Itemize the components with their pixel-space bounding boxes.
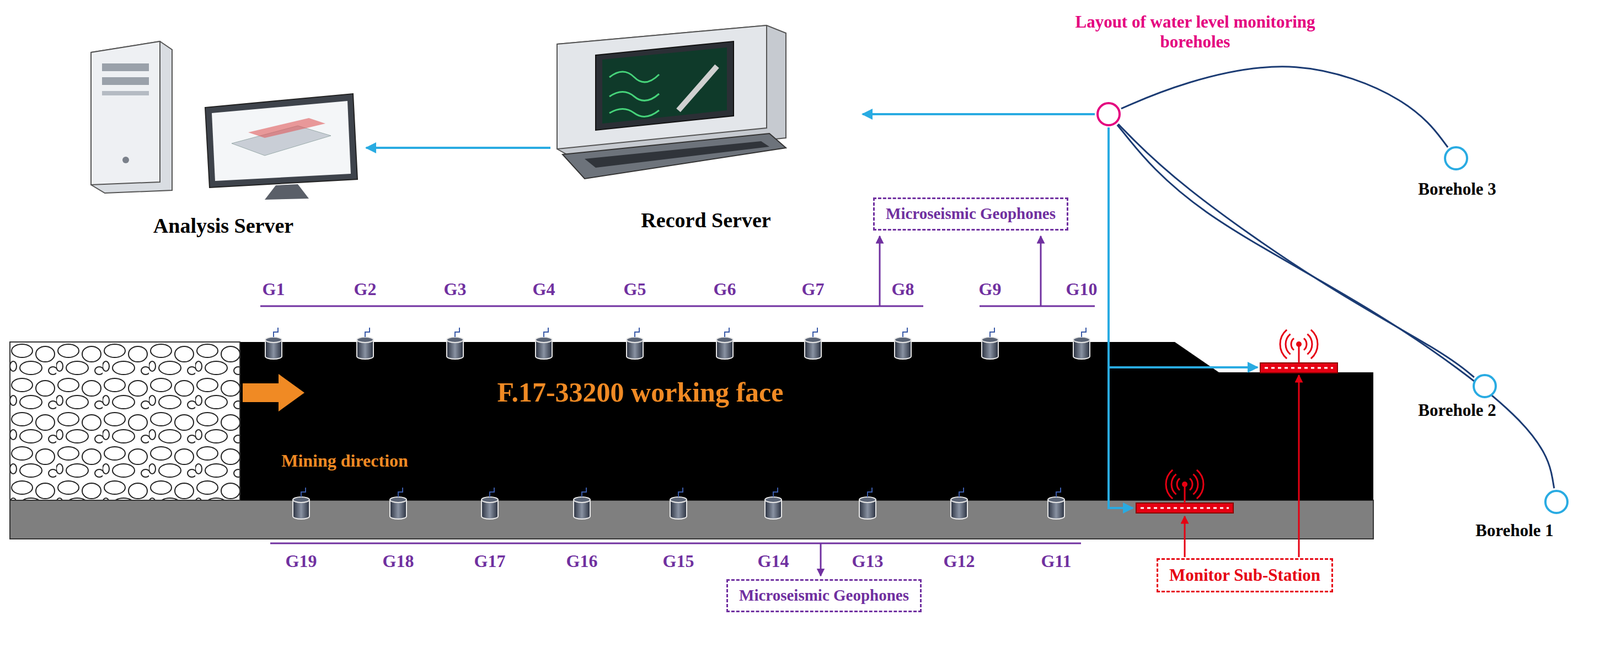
geophone-icon	[573, 487, 591, 519]
working-face-title: F.17-33200 working face	[493, 374, 789, 411]
geophone-number: G15	[662, 550, 695, 572]
node-label: Record Server	[640, 208, 771, 233]
geophone-number: G14	[757, 550, 790, 572]
borehole-cable	[1117, 124, 1555, 489]
substation-box: Monitor Sub-Station	[1156, 558, 1334, 593]
geophone-number: G11	[1040, 550, 1072, 572]
geophone-number: G9	[978, 279, 1002, 300]
geophone-number: G12	[943, 550, 976, 572]
geophone-number: G17	[474, 550, 506, 572]
node-label: Monitor Sub-Station	[1169, 565, 1321, 586]
borehole-label: Borehole 3	[1401, 179, 1513, 200]
borehole-cable	[1121, 66, 1448, 148]
geophone-number: G13	[852, 550, 884, 572]
geophone-number: G7	[801, 279, 825, 300]
geophone-cables	[260, 236, 1095, 576]
data-link-arrow	[862, 113, 1095, 116]
geophone-icon	[859, 487, 876, 519]
borehole: Borehole 3	[1443, 146, 1469, 171]
node-label: Microseismic Geophones	[885, 204, 1056, 223]
geophone-icon	[481, 487, 499, 519]
geophone-icon	[446, 327, 464, 360]
geophone-number: G1	[262, 279, 286, 300]
record-server-rack	[557, 25, 786, 179]
node-label: F.17-33200 working face	[497, 376, 784, 409]
borehole-cable	[1117, 124, 1474, 378]
substation-arrows	[1184, 375, 1299, 558]
geophone-icon	[894, 327, 912, 360]
geophone-number: G2	[354, 279, 377, 300]
analysis-server: Analysis Server	[82, 33, 365, 239]
node-label: Microseismic Geophones	[739, 586, 909, 605]
record-server: Record Server	[551, 19, 861, 233]
geophone-icon	[981, 327, 999, 360]
geophone-number: G4	[532, 279, 556, 300]
geophone-icon	[389, 487, 407, 519]
geophone-number: G19	[285, 550, 318, 572]
geophone-icon	[1073, 327, 1090, 360]
geophone-icon	[265, 327, 282, 360]
geophone-icon	[1047, 487, 1065, 519]
borehole: Borehole 1	[1544, 489, 1569, 515]
borehole-label: Borehole 2	[1401, 400, 1513, 421]
geophone-number: G16	[566, 550, 598, 572]
geophone-icon	[716, 327, 733, 360]
substation-antennas	[1136, 329, 1338, 513]
mining-arrow	[242, 373, 305, 412]
geophone-icon	[804, 327, 822, 360]
geophone-icon	[764, 487, 782, 519]
geophone-group-box: Microseismic Geophones	[726, 579, 922, 612]
working-face-section	[9, 341, 1374, 539]
geophone-number: G8	[891, 279, 915, 300]
geophone-icon	[626, 327, 644, 360]
geophone-icons	[265, 327, 1090, 519]
borehole-label: Layout of water level monitoring borehol…	[1065, 12, 1325, 52]
substation-icon	[1260, 329, 1338, 373]
borehole-hub: Layout of water level monitoring borehol…	[1096, 102, 1121, 127]
node-label: Analysis Server	[153, 213, 294, 239]
borehole-label: Borehole 1	[1459, 520, 1570, 541]
direction-label: Mining direction	[281, 450, 409, 472]
geophone-number: G3	[443, 279, 467, 300]
geophone-icon	[535, 327, 553, 360]
geophone-group-box: Microseismic Geophones	[873, 197, 1069, 230]
geophone-number: G18	[382, 550, 415, 572]
analysis-computer	[91, 41, 358, 200]
data-link-arrow	[366, 146, 551, 149]
geophone-icon	[950, 487, 968, 519]
substation-icon	[1136, 469, 1234, 513]
geophone-icon	[356, 327, 374, 360]
geophone-number: G5	[623, 279, 647, 300]
geophone-icon	[670, 487, 687, 519]
geophone-icon	[292, 487, 310, 519]
borehole: Borehole 2	[1472, 373, 1497, 399]
geophone-number: G6	[713, 279, 737, 300]
geophone-number: G10	[1066, 279, 1098, 300]
